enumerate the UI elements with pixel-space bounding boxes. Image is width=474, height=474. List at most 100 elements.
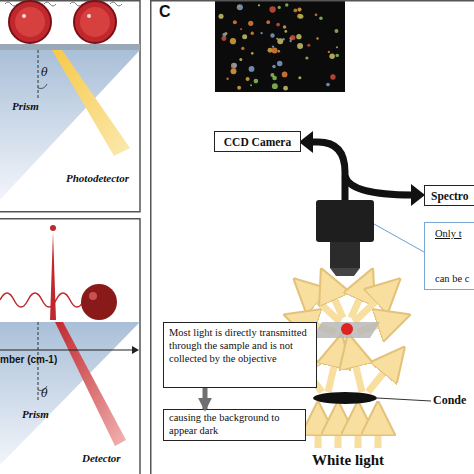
label-box: Spectro: [424, 185, 474, 206]
nanoparticle: [341, 323, 353, 335]
condenser: [313, 392, 377, 404]
cell-dot: [272, 83, 278, 89]
darkfield-micrograph: [215, 0, 345, 92]
highlight-dot: [22, 14, 26, 18]
cell-dot: [238, 5, 240, 7]
cell-dot: [272, 48, 278, 54]
cell-dot: [297, 43, 303, 49]
cell-dot: [297, 14, 302, 19]
prism: [0, 322, 140, 470]
box-text: CCD Camera: [224, 136, 291, 148]
angle-symbol: θ: [41, 387, 48, 400]
note-box: causing the background to appear dark: [163, 409, 306, 441]
panel-letter: C: [159, 3, 171, 21]
cell-dot: [272, 45, 274, 47]
cell-dot: [336, 46, 338, 48]
cell-dot: [246, 77, 250, 81]
cell-dot: [330, 74, 335, 79]
detector-label: Photodetector: [66, 172, 129, 184]
scatter-arrow: [354, 290, 388, 322]
cell-dot: [218, 14, 223, 19]
molecule-squiggle: [5, 2, 122, 6]
cell-dot: [276, 23, 280, 27]
cell-dot: [283, 25, 287, 29]
cell-dot: [336, 54, 339, 57]
cell-dot: [251, 32, 254, 35]
peak-tip: [50, 225, 56, 231]
axis-label: mber (cm-1): [0, 354, 57, 365]
box-text: Spectro: [431, 190, 468, 202]
leader-line: [377, 398, 431, 401]
white-light-arrow: [315, 418, 322, 448]
wave-signal: [0, 293, 84, 307]
leader-line: [374, 224, 424, 252]
cell-dot: [272, 65, 275, 68]
prism-label: Prism: [22, 408, 49, 420]
cell-dot: [298, 76, 301, 79]
cell-dot: [241, 47, 244, 50]
light-source-label: White light: [312, 452, 384, 469]
prism-label: Prism: [12, 100, 39, 112]
cell-dot: [289, 40, 291, 42]
cell-dot: [221, 36, 226, 41]
illumination-arrow: [352, 350, 362, 392]
cell-dot: [222, 33, 226, 37]
cell-dot: [278, 50, 281, 53]
angle-arc: [38, 84, 47, 89]
highlight-dot: [87, 14, 91, 18]
cell-dot: [231, 63, 237, 69]
cell-dot: [237, 86, 241, 90]
cell-dot: [285, 3, 288, 6]
axis-line: [0, 349, 132, 350]
cell-sphere: [81, 284, 117, 320]
cell-sphere: [74, 1, 116, 43]
cell-dot: [297, 7, 301, 11]
cell-dot: [250, 84, 252, 86]
cell-dot: [283, 86, 288, 91]
cell-dot: [328, 51, 330, 53]
objective-body: [316, 200, 374, 242]
cell-dot: [251, 52, 254, 55]
cell-dot: [284, 30, 287, 33]
white-light-arrow: [335, 418, 342, 448]
cell-dot: [293, 9, 297, 13]
panel-frame: [0, 1, 140, 212]
cell-dot: [296, 34, 301, 39]
cell-core: [15, 7, 45, 37]
cell-dot: [249, 66, 255, 72]
sample-slide: [312, 322, 380, 338]
illumination-arrow: [328, 350, 338, 392]
cell-dot: [272, 76, 277, 81]
note-box: Most light is directly transmitted throu…: [163, 322, 317, 388]
cell-dot: [315, 13, 318, 16]
cell-dot: [290, 35, 295, 40]
cell-dot: [307, 44, 310, 47]
cell-dot: [269, 6, 275, 12]
flow-arrow: [203, 388, 208, 409]
reflected-beam: [55, 322, 126, 446]
cell-dot: [233, 20, 237, 24]
cell-dot: [248, 21, 253, 26]
white-light-arrow: [355, 418, 362, 448]
prism: [0, 50, 140, 205]
cell-dot: [260, 32, 262, 34]
condenser-label: Conde: [433, 393, 466, 408]
cell-dot: [230, 38, 236, 44]
detector-label: Detector: [82, 452, 120, 464]
cell-dot: [258, 4, 260, 6]
objective-lens: [330, 268, 360, 276]
angle-symbol: θ: [41, 66, 48, 79]
light-path-arrow: [312, 142, 345, 204]
arrowhead: [411, 184, 425, 206]
cell-dot: [266, 20, 270, 24]
box-text: Only t: [435, 228, 473, 239]
sensor-surface: [0, 44, 140, 50]
cell-dot: [319, 17, 323, 21]
cell-dot: [231, 68, 237, 74]
cell-core: [80, 7, 110, 37]
cell-dot: [316, 37, 318, 39]
cell-dot: [239, 58, 242, 61]
